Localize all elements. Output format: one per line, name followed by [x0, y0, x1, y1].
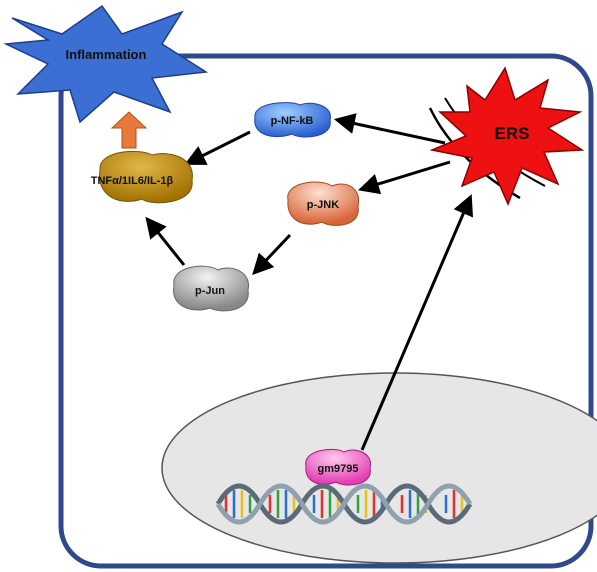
inflammation-burst: Inflammation — [3, 4, 209, 124]
gene-node: gm9795 — [305, 448, 372, 486]
arrow-jun-to-cytokines — [145, 216, 186, 266]
cell-membrane — [58, 53, 594, 569]
pathway-arrows — [145, 113, 474, 451]
inflammation-label: Inflammation — [66, 47, 147, 62]
jnk-node: p-JNK — [287, 181, 360, 226]
dna-helix — [215, 483, 473, 525]
ers-label: ERS — [495, 124, 530, 143]
arrow-ers-to-nfkb — [333, 113, 446, 145]
nfkb-node: p-NF-kB — [254, 102, 331, 138]
arrow-ers-to-jnk — [357, 160, 451, 195]
cytokines-label: TNFα/1IL6/IL-1β — [91, 175, 174, 187]
jun-label: p-Jun — [195, 285, 225, 297]
arrow-gene-to-ers — [360, 194, 474, 451]
ers-burst: ERS — [429, 66, 585, 206]
cytokines-node: TNFα/1IL6/IL-1β — [91, 150, 193, 204]
jun-node: p-Jun — [173, 265, 249, 312]
gene-label: gm9795 — [318, 463, 359, 475]
orange-up-arrow — [110, 111, 148, 149]
arrow-jnk-to-jun — [252, 233, 292, 276]
arrow-nfkb-to-cytokines — [184, 130, 251, 165]
nfkb-label: p-NF-kB — [271, 115, 314, 127]
dna-strand-b — [215, 483, 473, 525]
nucleus — [161, 372, 597, 564]
jnk-label: p-JNK — [307, 199, 339, 211]
